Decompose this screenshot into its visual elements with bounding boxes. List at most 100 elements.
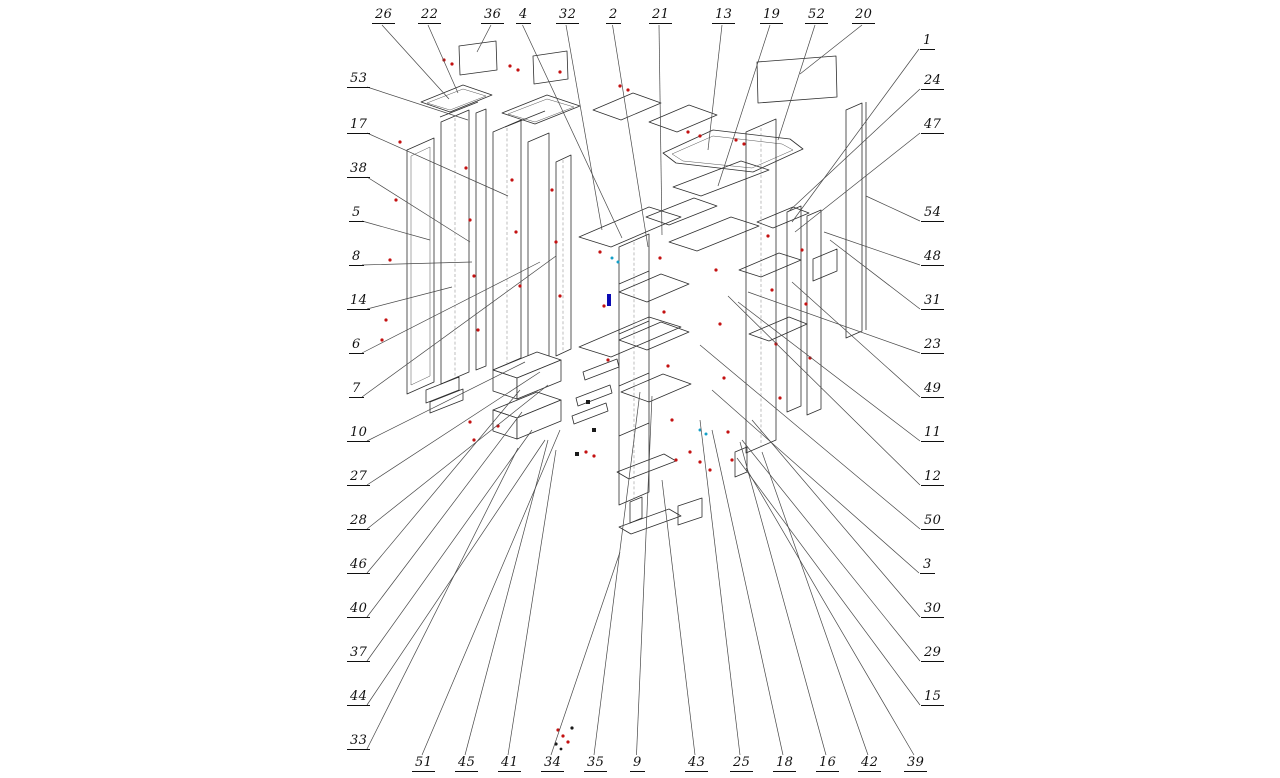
callout-label-4: 4	[516, 8, 531, 24]
center-column-and-shelves	[571, 197, 760, 535]
leader-line-29	[741, 439, 921, 662]
leader-line-2	[612, 24, 649, 248]
leader-line-44	[366, 439, 546, 706]
callout-label-36: 36	[481, 8, 505, 24]
leader-line-11	[737, 301, 921, 442]
callout-label-17: 17	[347, 118, 371, 134]
leader-line-47	[794, 132, 921, 233]
right-side-panels	[734, 102, 867, 478]
callout-label-29: 29	[921, 646, 945, 662]
leader-line-4	[522, 24, 623, 239]
callout-label-15: 15	[921, 690, 945, 706]
leader-line-22	[427, 24, 459, 94]
leader-line-51	[421, 429, 561, 756]
leader-line-25	[699, 419, 741, 756]
leader-line-52	[777, 24, 816, 141]
callout-label-26: 26	[372, 8, 396, 24]
callout-label-10: 10	[347, 426, 371, 442]
leader-line-18	[711, 429, 784, 756]
top-panels	[420, 40, 838, 133]
leader-line-53	[366, 86, 469, 121]
callout-label-48: 48	[921, 250, 945, 266]
callout-label-12: 12	[921, 470, 945, 486]
callout-label-30: 30	[921, 602, 945, 618]
callout-label-43: 43	[685, 756, 709, 772]
leader-line-1	[791, 48, 920, 223]
callout-label-22: 22	[418, 8, 442, 24]
leader-lines	[361, 24, 921, 756]
leader-line-19	[717, 24, 771, 187]
callout-label-16: 16	[816, 756, 840, 772]
callout-label-24: 24	[921, 74, 945, 90]
leader-line-26	[381, 24, 450, 100]
callout-label-25: 25	[730, 756, 754, 772]
leader-line-12	[727, 295, 921, 486]
leader-line-38	[366, 176, 471, 243]
callout-label-51: 51	[412, 756, 436, 772]
callout-label-20: 20	[852, 8, 876, 24]
callout-label-5: 5	[349, 206, 364, 222]
leader-line-21	[658, 24, 663, 236]
leader-line-15	[736, 457, 921, 706]
leader-line-9	[636, 395, 653, 756]
callout-label-38: 38	[347, 162, 371, 178]
leader-line-16	[739, 441, 827, 756]
callout-label-33: 33	[347, 734, 371, 750]
leader-line-5	[361, 220, 431, 241]
callout-label-35: 35	[584, 756, 608, 772]
leader-line-13	[707, 24, 723, 151]
callout-label-50: 50	[921, 514, 945, 530]
callout-label-37: 37	[347, 646, 371, 662]
callout-label-52: 52	[805, 8, 829, 24]
callout-label-49: 49	[921, 382, 945, 398]
leader-line-33	[366, 447, 519, 750]
callout-label-18: 18	[773, 756, 797, 772]
leader-line-37	[366, 429, 533, 662]
callout-label-46: 46	[347, 558, 371, 574]
callout-label-41: 41	[498, 756, 522, 772]
leader-line-41	[507, 449, 557, 756]
callout-label-47: 47	[921, 118, 945, 134]
callout-label-28: 28	[347, 514, 371, 530]
leader-line-36	[476, 24, 492, 53]
callout-label-40: 40	[347, 602, 371, 618]
callout-label-44: 44	[347, 690, 371, 706]
leader-line-35	[593, 391, 641, 756]
leader-line-6	[361, 261, 541, 354]
callout-label-1: 1	[920, 34, 935, 50]
callout-label-8: 8	[349, 250, 364, 266]
right-top-panel	[662, 129, 804, 197]
leader-line-28	[366, 384, 549, 530]
leader-line-45	[464, 439, 549, 756]
leader-line-42	[761, 451, 869, 756]
callout-label-9: 9	[630, 756, 645, 772]
leader-line-49	[791, 281, 921, 398]
leader-line-7	[361, 255, 557, 398]
callout-label-31: 31	[921, 294, 945, 310]
leader-line-32	[565, 24, 603, 231]
callout-label-39: 39	[904, 756, 928, 772]
leader-line-10	[366, 361, 526, 442]
callout-label-42: 42	[858, 756, 882, 772]
callout-label-14: 14	[347, 294, 371, 310]
callout-label-19: 19	[760, 8, 784, 24]
leader-line-20	[799, 24, 863, 75]
leader-line-31	[829, 239, 921, 310]
leader-line-48	[823, 231, 921, 266]
callout-label-53: 53	[347, 72, 371, 88]
callout-label-54: 54	[921, 206, 945, 222]
leader-line-23	[747, 291, 921, 354]
callout-label-11: 11	[921, 426, 945, 442]
callout-label-34: 34	[541, 756, 565, 772]
leader-line-30	[751, 419, 921, 618]
callout-label-3: 3	[920, 558, 935, 574]
leader-line-14	[366, 286, 453, 310]
fastener-marks	[380, 58, 812, 751]
leader-line-3	[711, 389, 920, 574]
callout-label-45: 45	[455, 756, 479, 772]
callout-label-13: 13	[712, 8, 736, 24]
leader-line-27	[366, 371, 541, 486]
callout-label-32: 32	[556, 8, 580, 24]
